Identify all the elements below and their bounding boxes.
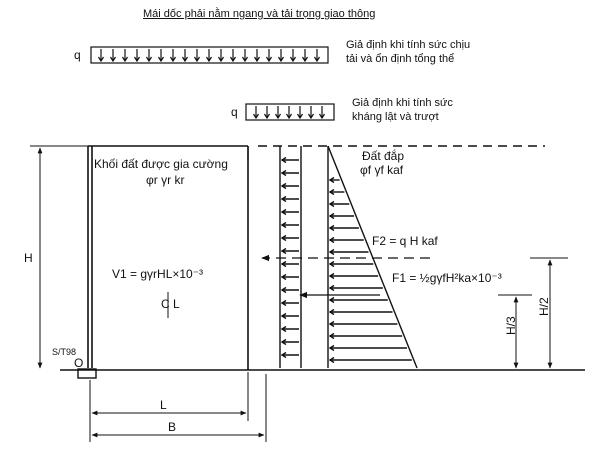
diagram-title: Mái dốc phải nằm ngang và tải trọng giao…: [143, 8, 376, 20]
surcharge-arrowhead: [121, 56, 129, 63]
pressure-arrowhead: [280, 312, 287, 320]
surcharge-arrowhead: [157, 56, 165, 63]
backfill-label: Đất đắp: [362, 149, 405, 163]
surcharge-narrow-note-1: Giả định khi tính sức: [352, 97, 453, 109]
block-weight-formula: V1 = gγrHL×10⁻³: [112, 267, 204, 281]
pressure-arrowhead: [280, 169, 287, 177]
dimension-H3: [498, 294, 532, 369]
force-f1-formula: F1 = ½gγfH²ka×10⁻³: [392, 271, 502, 285]
pressure-arrowhead: [280, 273, 287, 281]
surcharge-arrowhead: [274, 113, 282, 120]
pressure-arrowhead: [280, 208, 287, 216]
origin-label: O: [74, 356, 84, 370]
surcharge-wide-symbol: q: [74, 48, 81, 62]
reinforced-block-params: φr γr kr: [146, 173, 185, 187]
pressure-arrowhead: [280, 260, 287, 268]
pressure-arrowhead: [280, 286, 287, 294]
surcharge-arrowhead: [318, 113, 326, 120]
reinforced-soil-block: [87, 145, 249, 370]
pressure-arrowhead: [328, 296, 335, 304]
surcharge-arrowhead: [285, 113, 293, 120]
surcharge-arrowhead: [97, 56, 105, 63]
dimension-L-label: L: [160, 398, 167, 412]
backfill-params: φf γf kaf: [360, 163, 404, 177]
surcharge-arrowhead: [253, 56, 261, 63]
pressure-arrowhead: [280, 247, 287, 255]
dimension-H2-label: H/2: [537, 297, 551, 316]
surcharge-arrowhead: [241, 56, 249, 63]
reinforced-block-label: Khối đất được gia cường: [94, 157, 228, 171]
pressure-arrowhead: [328, 260, 335, 268]
surcharge-arrowhead: [289, 56, 297, 63]
pressure-arrowhead: [280, 351, 287, 359]
surcharge-wide-note-1: Giả định khi tính sức chịu: [346, 39, 471, 51]
surcharge-arrowhead: [229, 56, 237, 63]
pressure-arrowhead: [328, 212, 335, 220]
dimension-H: [30, 145, 88, 369]
dimension-B: [91, 374, 267, 442]
surcharge-load-narrow: [245, 103, 335, 121]
pressure-arrowhead: [280, 221, 287, 229]
pressure-arrowhead: [328, 332, 335, 340]
surcharge-arrowhead: [307, 113, 315, 120]
pressure-arrowhead: [328, 188, 335, 196]
pressure-arrowhead: [328, 176, 335, 184]
pressure-arrowhead: [328, 248, 335, 256]
pressure-triangle-f1: [327, 145, 418, 369]
pressure-arrowhead: [280, 338, 287, 346]
dimension-H2: [530, 257, 568, 369]
force-f2-formula: F2 = q H kaf: [372, 234, 438, 248]
dimension-H-label: H: [24, 251, 33, 265]
pressure-arrowhead: [328, 308, 335, 316]
pressure-arrowhead: [328, 356, 335, 364]
pressure-strip-f2: [279, 146, 302, 368]
pressure-arrowhead: [328, 236, 335, 244]
pressure-arrowhead: [280, 182, 287, 190]
pressure-arrowhead: [280, 156, 287, 164]
pressure-arrowhead: [328, 320, 335, 328]
pressure-arrowhead: [328, 200, 335, 208]
surcharge-arrowhead: [252, 113, 260, 120]
surcharge-arrowhead: [313, 56, 321, 63]
surcharge-load-wide: [90, 46, 329, 64]
surcharge-arrowhead: [133, 56, 141, 63]
surcharge-arrowhead: [265, 56, 273, 63]
pressure-arrowhead: [280, 195, 287, 203]
pressure-arrowhead: [280, 299, 287, 307]
surcharge-arrowhead: [109, 56, 117, 63]
surcharge-arrowhead: [301, 56, 309, 63]
surcharge-arrowhead: [296, 113, 304, 120]
surcharge-arrowhead: [277, 56, 285, 63]
surcharge-narrow-note-2: kháng lật và trượt: [352, 111, 439, 123]
facing-footing: [77, 368, 97, 379]
dimension-B-label: B: [168, 420, 177, 434]
centerline-label: C L: [161, 297, 180, 311]
surcharge-arrowhead: [263, 113, 271, 120]
surcharge-narrow-symbol: q: [231, 105, 238, 119]
dimension-L: [89, 372, 249, 442]
pressure-arrowhead: [328, 284, 335, 292]
pressure-arrowhead: [280, 234, 287, 242]
surcharge-arrowhead: [193, 56, 201, 63]
pressure-arrowhead: [280, 325, 287, 333]
surcharge-arrowhead: [145, 56, 153, 63]
pressure-arrowhead: [328, 272, 335, 280]
surcharge-arrowhead: [181, 56, 189, 63]
surcharge-wide-note-2: tải và ổn định tổng thể: [346, 53, 455, 65]
surcharge-arrowhead: [169, 56, 177, 63]
dimension-H3-label: H/3: [504, 316, 518, 335]
pressure-arrowhead: [328, 344, 335, 352]
stamp-label: S/T98: [52, 347, 77, 357]
pressure-arrowhead: [328, 224, 335, 232]
surcharge-arrowhead: [217, 56, 225, 63]
surcharge-arrowhead: [205, 56, 213, 63]
